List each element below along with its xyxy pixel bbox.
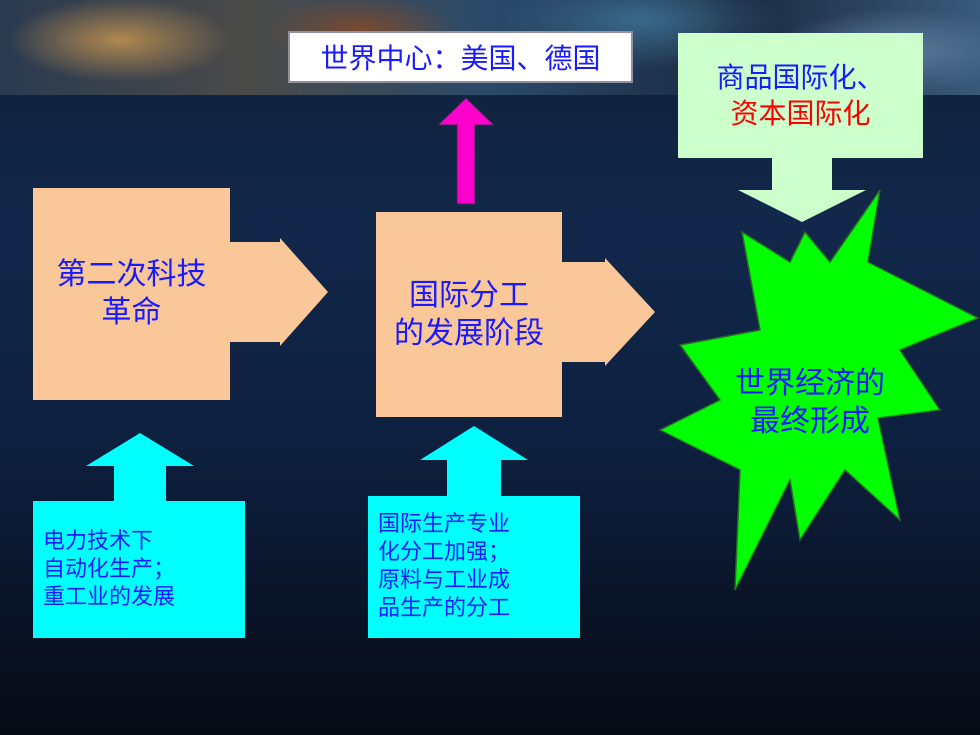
arrow-up-cyan-center: [420, 426, 528, 496]
arrow-up-magenta: [436, 97, 496, 205]
internationalization-line2: 资本国际化: [730, 96, 871, 130]
world-center-label: 世界中心：美国、德国: [288, 31, 633, 83]
internationalization-box: 商品国际化、 资本国际化: [678, 33, 923, 158]
electric-production-text: 电力技术下 自动化生产； 重工业的发展: [43, 528, 176, 610]
specialization-text: 国际生产专业 化分工加强； 原料与工业成 品生产的分工: [378, 512, 511, 621]
specialization-box: 国际生产专业 化分工加强； 原料与工业成 品生产的分工: [368, 496, 580, 638]
tech-revolution-box: 第二次科技 革命: [33, 188, 230, 400]
internationalization-line1: 商品国际化、: [716, 60, 885, 94]
arrow-up-cyan-left: [86, 433, 194, 501]
division-stage-box: 国际分工 的发展阶段: [376, 212, 562, 417]
tech-revolution-text: 第二次科技 革命: [56, 257, 207, 330]
world-center-text: 世界中心：美国、德国: [320, 42, 601, 75]
starburst-shape: [658, 189, 980, 591]
world-economy-text: 世界经济的 最终形成: [735, 366, 885, 439]
electric-production-box: 电力技术下 自动化生产； 重工业的发展: [33, 501, 245, 638]
arrow-right-1: [230, 238, 328, 346]
arrow-down-mint: [738, 158, 866, 222]
arrow-right-2: [562, 258, 655, 366]
division-stage-text: 国际分工 的发展阶段: [394, 277, 544, 351]
